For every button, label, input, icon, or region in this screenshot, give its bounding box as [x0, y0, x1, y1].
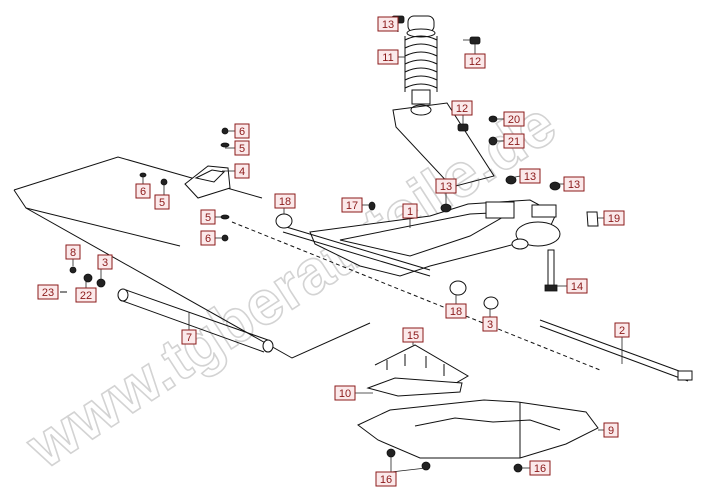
callout-1: 1	[402, 203, 418, 219]
svg-text:5: 5	[159, 197, 165, 209]
callout-8: 8	[65, 244, 81, 260]
axis-line	[231, 221, 601, 371]
callout-13: 13	[435, 178, 457, 194]
svg-text:13: 13	[524, 171, 536, 183]
callout-11: 11	[377, 49, 399, 65]
washer-3	[483, 296, 499, 310]
svg-text:3: 3	[487, 319, 493, 331]
callout-10: 10	[334, 385, 356, 401]
callout-13: 13	[563, 176, 585, 192]
svg-text:6: 6	[140, 186, 146, 198]
svg-text:8: 8	[70, 247, 76, 259]
callout-16: 16	[529, 460, 551, 476]
callout-5: 5	[154, 194, 170, 210]
callout-17: 17	[341, 197, 363, 213]
svg-text:22: 22	[80, 290, 92, 302]
svg-text:17: 17	[346, 200, 358, 212]
svg-text:16: 16	[380, 474, 392, 486]
callout-19: 19	[603, 210, 625, 226]
svg-text:14: 14	[571, 281, 583, 293]
svg-text:20: 20	[508, 114, 520, 126]
callout-6: 6	[200, 230, 216, 246]
shock-absorber	[391, 15, 481, 116]
svg-text:23: 23	[42, 287, 54, 299]
callout-23: 23	[37, 284, 59, 300]
svg-text:10: 10	[339, 388, 351, 400]
svg-text:5: 5	[205, 212, 211, 224]
svg-text:15: 15	[407, 330, 419, 342]
callout-13: 13	[519, 168, 541, 184]
svg-text:12: 12	[456, 103, 468, 115]
svg-text:3: 3	[102, 257, 108, 269]
bushing-18	[449, 280, 467, 296]
svg-text:6: 6	[239, 126, 245, 138]
svg-text:16: 16	[534, 463, 546, 475]
svg-text:21: 21	[508, 136, 520, 148]
svg-text:19: 19	[608, 213, 620, 225]
callout-6: 6	[234, 123, 250, 139]
svg-text:6: 6	[205, 233, 211, 245]
callout-15: 15	[402, 327, 424, 343]
callout-18: 18	[274, 193, 296, 209]
long-shaft	[539, 249, 693, 382]
callout-5: 5	[234, 140, 250, 156]
svg-text:9: 9	[608, 425, 614, 437]
callout-3: 3	[97, 254, 113, 270]
callout-7: 7	[181, 329, 197, 345]
callout-20: 20	[503, 111, 525, 127]
svg-text:2: 2	[619, 325, 625, 337]
callout-14: 14	[566, 278, 588, 294]
callout-12: 12	[451, 100, 473, 116]
callout-9: 9	[603, 422, 619, 438]
bolt-12-lower	[457, 123, 469, 132]
upper-bracket	[139, 127, 231, 242]
svg-text:13: 13	[440, 181, 452, 193]
swing-arm	[275, 175, 599, 277]
svg-text:18: 18	[279, 196, 291, 208]
callout-12: 12	[464, 53, 486, 69]
shock-ghost-box	[392, 102, 495, 188]
svg-text:12: 12	[469, 56, 481, 68]
callout-2: 2	[614, 322, 630, 338]
svg-text:1: 1	[407, 206, 413, 218]
svg-text:7: 7	[186, 332, 192, 344]
svg-text:18: 18	[450, 306, 462, 318]
svg-text:13: 13	[382, 19, 394, 31]
rod-axle	[60, 266, 274, 353]
svg-text:13: 13	[568, 179, 580, 191]
callout-3: 3	[482, 316, 498, 332]
skid-plate	[357, 344, 599, 473]
svg-text:4: 4	[239, 166, 245, 178]
leader-lines	[72, 24, 623, 473]
svg-text:11: 11	[382, 52, 393, 64]
callout-16: 16	[375, 471, 397, 487]
callout-21: 21	[503, 133, 525, 149]
callout-13: 13	[377, 16, 399, 32]
callout-5: 5	[200, 209, 216, 225]
callout-18: 18	[445, 303, 467, 319]
callout-6: 6	[135, 183, 151, 199]
callout-4: 4	[234, 163, 250, 179]
callout-22: 22	[75, 287, 97, 303]
svg-text:5: 5	[239, 143, 245, 155]
